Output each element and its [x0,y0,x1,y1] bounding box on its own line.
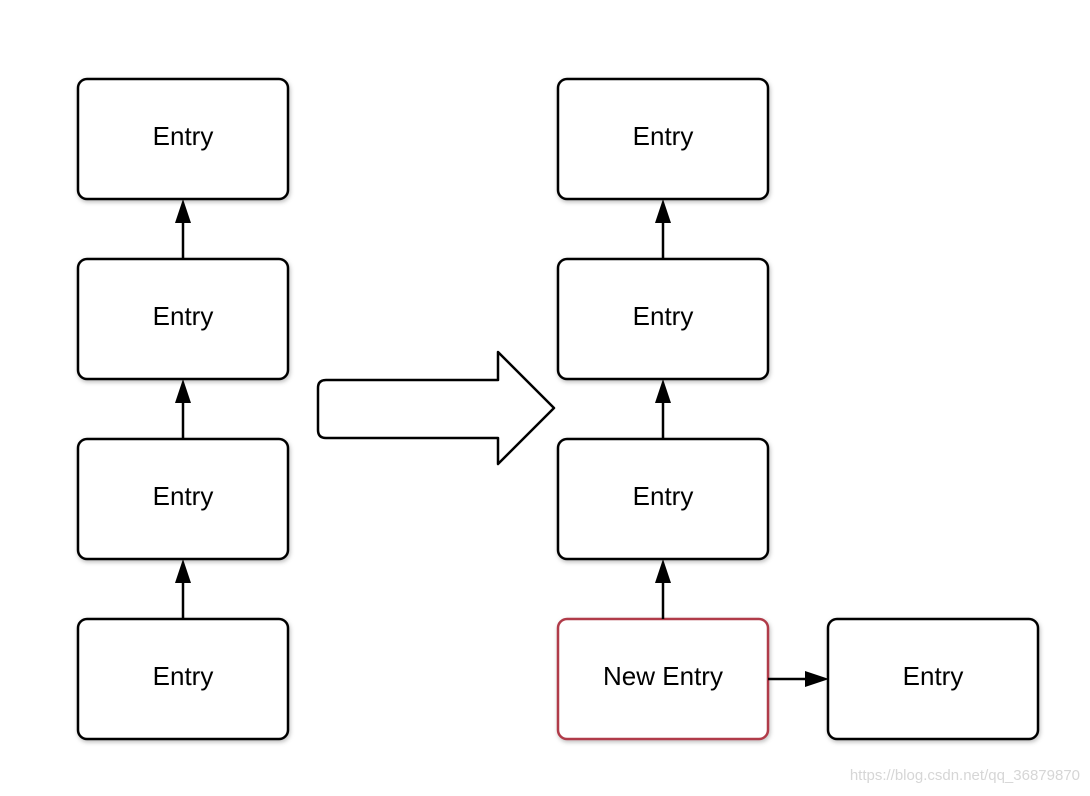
left-arrow-2-to-1 [175,199,191,259]
left-entry-2-label: Entry [153,301,214,331]
right-entry-1-label: Entry [633,121,694,151]
right-entry-3-label: Entry [633,481,694,511]
transition-arrow-icon [316,350,556,466]
arrowhead-up-icon [175,199,191,223]
watermark: https://blog.csdn.net/qq_36879870 [849,767,1080,784]
left-entry-2[interactable]: Entry [76,257,290,381]
left-entry-1-label: Entry [153,121,214,151]
right-entry-3[interactable]: Entry [556,437,770,561]
left-arrow-3-to-2 [175,379,191,439]
left-entry-3-label: Entry [153,481,214,511]
new-entry-label: New Entry [603,661,723,691]
arrowhead-right-icon [805,671,829,687]
left-arrow-4-to-3 [175,559,191,619]
left-entry-4-label: Entry [153,661,214,691]
arrowhead-up-icon [175,379,191,403]
right-entry-2[interactable]: Entry [556,257,770,381]
arrowhead-up-icon [655,199,671,223]
side-entry-label: Entry [903,661,964,691]
side-entry-node[interactable]: Entry [826,617,1040,741]
right-arrow-3-to-2 [655,379,671,439]
arrowhead-up-icon [655,559,671,583]
right-entry-2-label: Entry [633,301,694,331]
arrowhead-up-icon [655,379,671,403]
right-arrow-new-to-3 [655,559,671,619]
arrowhead-up-icon [175,559,191,583]
left-entry-3[interactable]: Entry [76,437,290,561]
new-entry-node[interactable]: New Entry [556,617,770,741]
right-arrow-2-to-1 [655,199,671,259]
right-entry-1[interactable]: Entry [556,77,770,201]
arrow-new-to-side [768,671,829,687]
left-entry-4[interactable]: Entry [76,617,290,741]
left-entry-1[interactable]: Entry [76,77,290,201]
